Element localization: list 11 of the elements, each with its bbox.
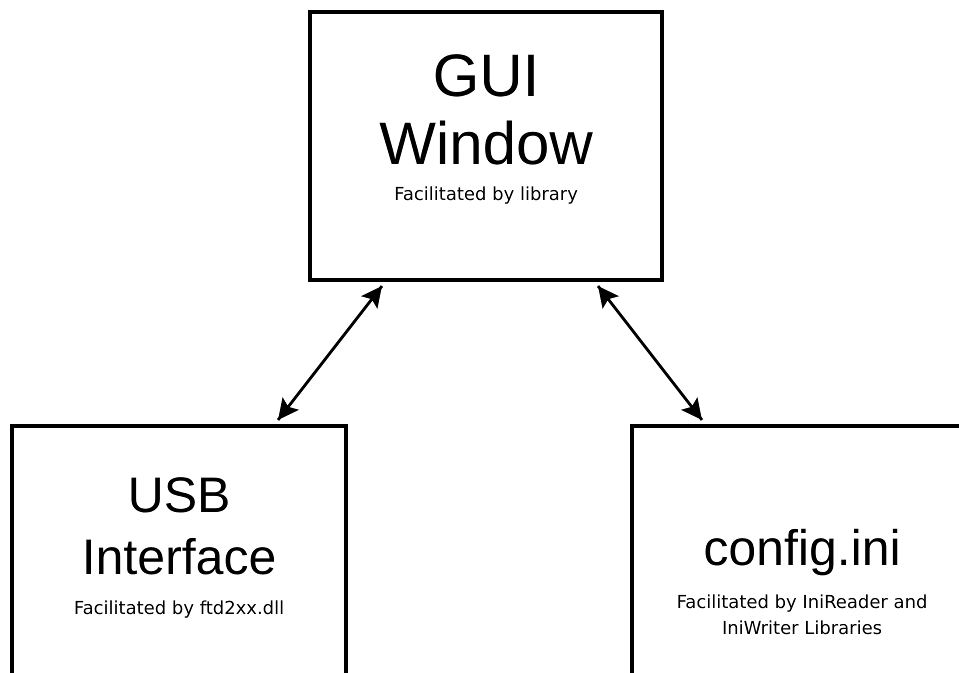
component-title: USB Interface <box>80 466 278 587</box>
component-box <box>10 424 348 673</box>
double-headed-arrow <box>596 285 704 421</box>
component-box <box>630 424 959 673</box>
component-note: Facilitated by library <box>393 183 579 207</box>
component-note: Facilitated by IniReader and IniWriter Libraries <box>676 591 928 641</box>
component-title: GUI Window <box>378 42 594 178</box>
double-headed-arrow <box>276 285 384 421</box>
component-box <box>308 10 664 282</box>
component-note: Facilitated by ftd2xx.dll <box>72 597 286 621</box>
component-title: config.ini <box>702 519 902 578</box>
